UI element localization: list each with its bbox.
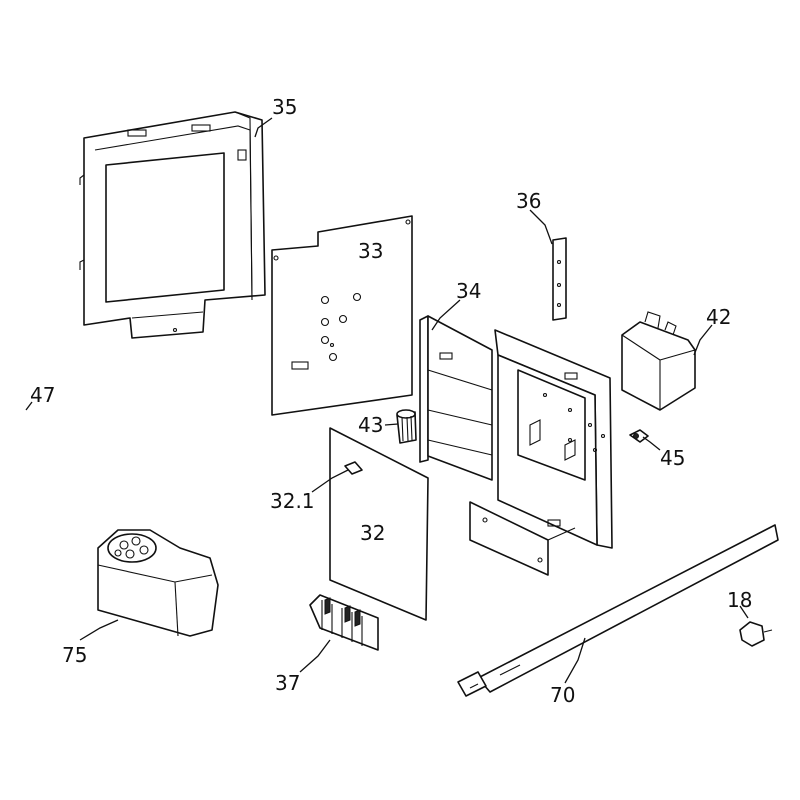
callout-32-1: 32.1 (270, 489, 315, 513)
part-33-insulating-plate (271, 215, 413, 416)
callout-32: 32 (360, 521, 385, 545)
part-75-cap (97, 529, 219, 637)
callout-35: 35 (272, 95, 297, 119)
part-42-relay-box (621, 311, 696, 411)
part-43-knob (396, 409, 417, 444)
part-34-chassis-bracket (419, 315, 613, 576)
part-35-front-cover (79, 111, 266, 339)
callout-42: 42 (706, 305, 731, 329)
callout-34: 34 (456, 279, 481, 303)
part-36-strip (552, 237, 567, 321)
callout-47: 47 (30, 383, 55, 407)
callout-37: 37 (275, 671, 300, 695)
callout-43: 43 (358, 413, 383, 437)
callout-labels: 35 33 36 34 42 47 43 45 32.1 32 18 75 37… (30, 95, 752, 707)
callout-45: 45 (660, 446, 685, 470)
part-18-plug (739, 621, 773, 647)
callout-33: 33 (358, 239, 383, 263)
callout-75: 75 (62, 643, 87, 667)
part-32-circuit-board (329, 427, 429, 621)
callout-18: 18 (727, 588, 752, 612)
part-32-1-connector (344, 461, 363, 475)
callout-70: 70 (550, 683, 575, 707)
leader-lines (25, 117, 749, 684)
part-70-cable (457, 524, 779, 697)
part-37-terminal-block (309, 594, 379, 651)
part-45-fitting (629, 429, 649, 443)
callout-36: 36 (516, 189, 541, 213)
